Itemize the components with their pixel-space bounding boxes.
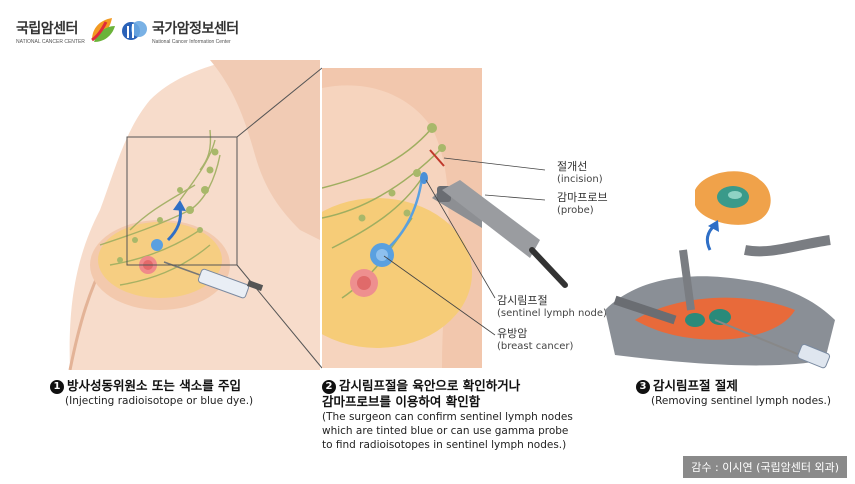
logo2-english: National Cancer Information Center	[152, 39, 231, 45]
sln-en: (sentinel lymph node)	[497, 308, 607, 319]
ncic-logo-icon	[122, 21, 147, 40]
sln-ko: 감시림프절	[497, 294, 548, 307]
label-breast-cancer: 유방암 (breast cancer)	[497, 327, 573, 353]
probe-ko: 감마프로브	[557, 191, 608, 204]
step-3-english: (Removing sentinel lymph nodes.)	[651, 395, 831, 407]
label-sentinel-node: 감시림프절 (sentinel lymph node)	[497, 294, 607, 320]
step-2-english-line2: which are tinted blue or can use gamma p…	[322, 425, 569, 437]
incision-en: (incision)	[557, 174, 603, 185]
label-incision: 절개선 (incision)	[557, 160, 603, 186]
cancer-ko: 유방암	[497, 327, 528, 340]
logo-cancer-info-center: 국가암정보센터 National Cancer Information Cent…	[152, 18, 272, 48]
step-2-title-line2: 감마프로브를 이용하여 확인함	[322, 394, 481, 409]
logo1-english: NATIONAL CANCER CENTER	[16, 39, 85, 45]
panel-3-illustration	[605, 171, 835, 369]
logo1-name: 국립암센터	[16, 21, 78, 37]
logo2-name: 국가암정보센터	[152, 21, 239, 37]
incision-ko: 절개선	[557, 160, 588, 173]
logo-national-cancer-center: 국립암센터 NATIONAL CANCER CENTER	[16, 18, 116, 48]
step-2-number: 2	[322, 380, 336, 394]
label-probe: 감마프로브 (probe)	[557, 191, 608, 217]
probe-handle	[442, 180, 568, 288]
step-3-number: 3	[636, 380, 650, 394]
step-2-english-line3: to find radioisotopes in sentinel lymph …	[322, 439, 567, 451]
probe-en: (probe)	[557, 205, 594, 216]
step-1-title: 방사성동위원소 또는 색소를 주입	[67, 378, 242, 393]
step-1-english: (Injecting radioisotope or blue dye.)	[65, 395, 254, 407]
panel-1-illustration	[68, 60, 320, 370]
step-3-title: 감시림프절 절제	[653, 378, 738, 393]
review-credit: 감수 : 이시연 (국립암센터 외과)	[683, 456, 847, 478]
step-1-number: 1	[50, 380, 64, 394]
step-2-title-line1: 감시림프절을 육안으로 확인하거나	[339, 378, 521, 393]
ncc-leaf-icon	[91, 18, 115, 42]
panel-2-illustration	[322, 68, 482, 368]
step-2-english-line1: (The surgeon can confirm sentinel lymph …	[322, 411, 573, 423]
syringe-icon	[163, 261, 264, 299]
cancer-en: (breast cancer)	[497, 341, 574, 352]
